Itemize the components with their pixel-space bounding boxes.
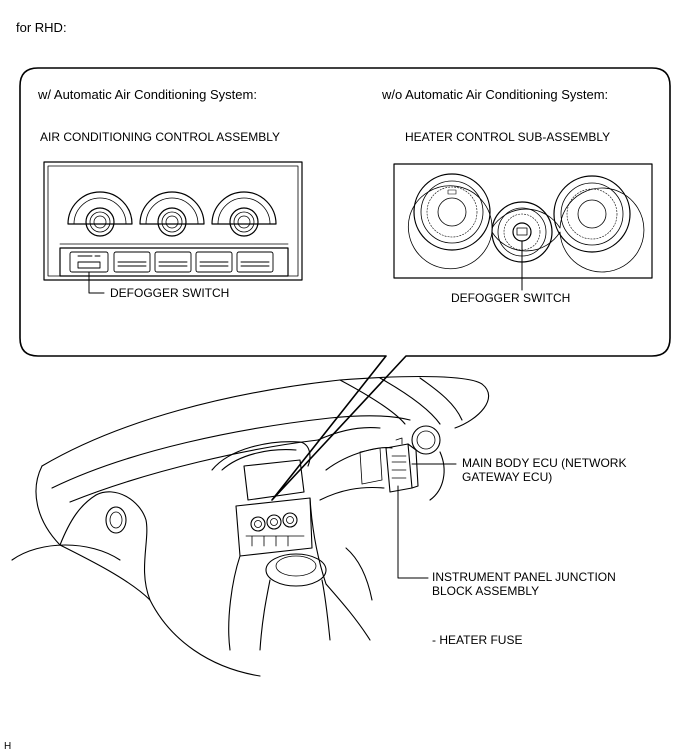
left-component-label: AIR CONDITIONING CONTROL ASSEMBLY [40, 130, 281, 144]
heater-control-panel [393, 163, 653, 291]
dashboard-illustration [11, 375, 490, 677]
ac-knob-right [211, 191, 277, 237]
left-defogger-label: DEFOGGER SWITCH [110, 286, 230, 300]
ac-control-panel [43, 161, 303, 294]
heater-fuse-label: - HEATER FUSE [432, 633, 523, 647]
main-body-ecu-shape [385, 437, 419, 493]
ecu-label-line2: GATEWAY ECU) [462, 470, 553, 484]
left-condition-heading: w/ Automatic Air Conditioning System: [38, 87, 257, 102]
ac-knob-center [139, 191, 205, 237]
left-defogger-leader [88, 271, 105, 294]
figure-code: H [4, 741, 12, 752]
heater-dial-left [413, 173, 491, 251]
jb-leader [397, 485, 429, 579]
ac-knob-left [67, 191, 133, 237]
junction-block-label-line1: INSTRUMENT PANEL JUNCTION [432, 570, 616, 584]
callout-bubble [19, 67, 671, 501]
right-condition-heading: w/o Automatic Air Conditioning System: [382, 87, 609, 102]
variant-label: for RHD: [16, 20, 67, 35]
junction-block-label-line2: BLOCK ASSEMBLY [432, 584, 540, 598]
center-stack [235, 497, 313, 557]
heater-dial-right [553, 175, 631, 253]
ac-buttons [69, 251, 274, 273]
right-defogger-label: DEFOGGER SWITCH [451, 291, 571, 305]
right-component-label: HEATER CONTROL SUB-ASSEMBLY [405, 130, 611, 144]
ecu-label-line1: MAIN BODY ECU (NETWORK [462, 456, 627, 470]
